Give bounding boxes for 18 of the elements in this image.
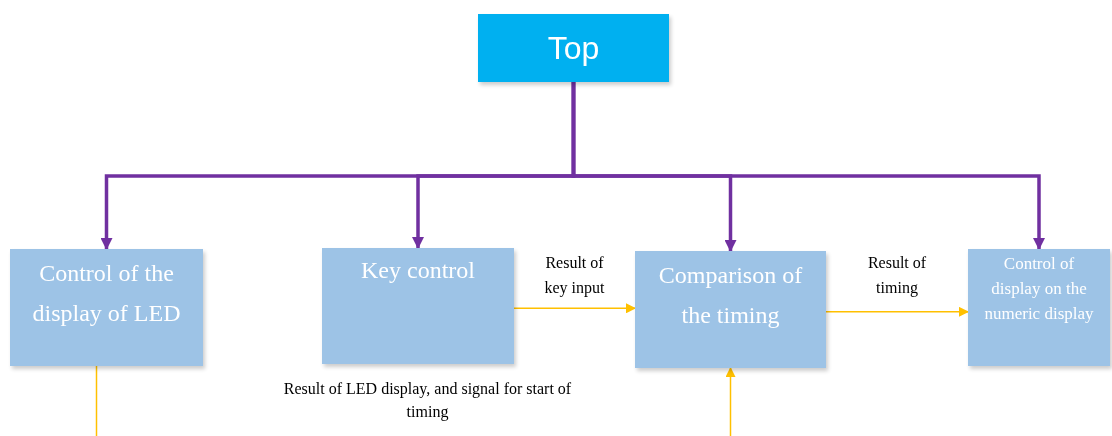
- box-title: Control of the display of LED: [31, 259, 182, 328]
- module-box: [968, 249, 1110, 366]
- arrow: [571, 82, 1045, 250]
- arrow: [825, 306, 969, 317]
- module-box: [635, 251, 826, 368]
- connector-line: [95, 365, 98, 436]
- module-box: [10, 249, 203, 366]
- box-title: Key control: [361, 256, 475, 285]
- arrow: [725, 367, 736, 436]
- box-title: Top: [547, 29, 600, 68]
- edge-label: Result of key input: [543, 253, 606, 299]
- arrow: [513, 303, 636, 314]
- edge-label: Result of timing: [866, 253, 928, 299]
- signal-note: Result of LED display, and signal for start of timing: [282, 379, 573, 423]
- module-box: [322, 248, 514, 364]
- box-title: Control of display on the numeric display: [983, 253, 1095, 325]
- top-box: [478, 14, 669, 82]
- box-title: Comparison of the timing: [657, 261, 804, 330]
